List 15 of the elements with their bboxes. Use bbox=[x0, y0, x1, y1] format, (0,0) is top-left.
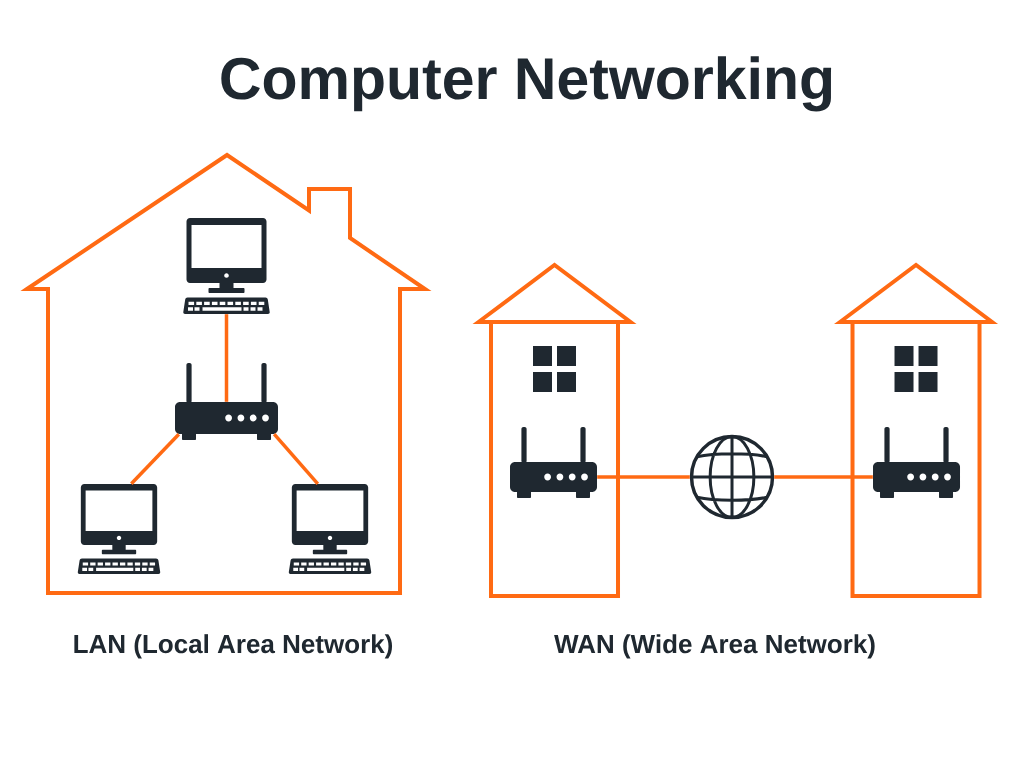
connection-line bbox=[774, 475, 873, 479]
connection-line bbox=[272, 433, 320, 485]
caption: WAN (Wide Area Network) bbox=[554, 634, 875, 659]
title: Computer Networking bbox=[221, 56, 832, 112]
router-icon bbox=[175, 363, 278, 440]
connection-line bbox=[130, 433, 181, 485]
connection-line bbox=[597, 475, 690, 479]
caption: LAN (Local Area Network) bbox=[74, 634, 393, 659]
computer-icon bbox=[77, 484, 161, 574]
globe-icon bbox=[689, 434, 775, 520]
computer-icon bbox=[288, 484, 372, 574]
computer-icon bbox=[183, 218, 270, 314]
router-icon bbox=[510, 427, 597, 498]
router-icon bbox=[873, 427, 960, 498]
connection-line bbox=[224, 314, 229, 402]
